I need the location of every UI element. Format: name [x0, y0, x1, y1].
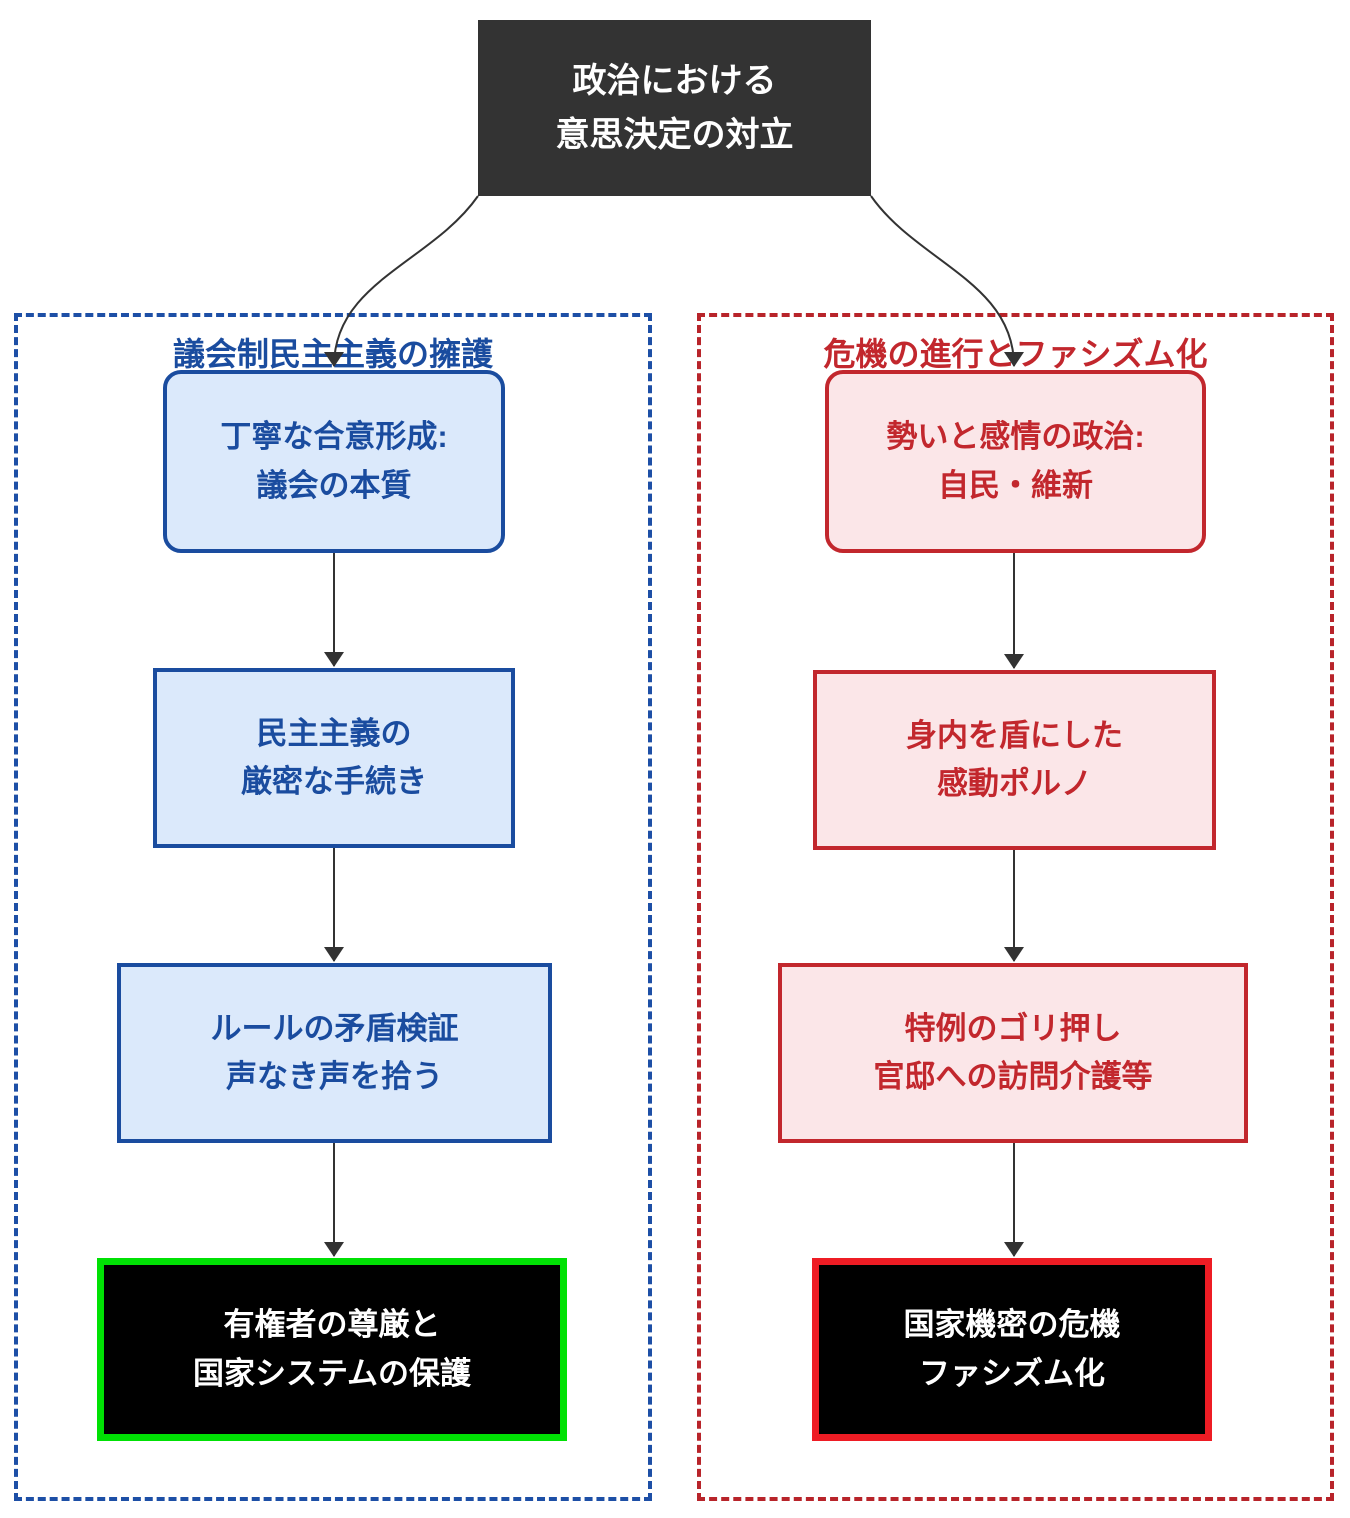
left-node-rules-line-1: ルールの矛盾検証: [210, 1010, 459, 1046]
right-node-exception-line-1: 特例のゴリ押し: [904, 1010, 1122, 1046]
right-node-momentum: 勢いと感情の政治: 自民・維新: [825, 370, 1206, 553]
left-group-title: 議会制民主主義の擁護: [172, 336, 493, 372]
left-node-procedure-line-1: 民主主義の: [256, 715, 412, 751]
left-node-consensus-line-2: 議会の本質: [256, 467, 412, 503]
right-node-momentum-line-1: 勢いと感情の政治:: [886, 419, 1145, 455]
right-node-momentum-line-2: 自民・維新: [938, 467, 1093, 503]
right-node-emotion: 身内を盾にした 感動ポルノ: [813, 670, 1216, 850]
right-node-emotion-line-1: 身内を盾にした: [906, 717, 1123, 753]
right-group-title: 危機の進行とファシズム化: [823, 336, 1208, 372]
root-node-line-2: 意思決定の対立: [555, 116, 794, 154]
left-node-consensus-line-1: 丁寧な合意形成:: [220, 419, 448, 455]
left-node-rules-line-2: 声なき声を拾う: [226, 1059, 443, 1094]
left-node-outcome-line-1: 有権者の尊厳と: [223, 1307, 441, 1343]
left-node-outcome: 有権者の尊厳と 国家システムの保護: [97, 1258, 567, 1441]
right-node-exception-line-2: 官邸への訪問介護等: [873, 1059, 1153, 1094]
right-node-outcome-line-2: ファシズム化: [919, 1355, 1105, 1391]
right-node-emotion-line-2: 感動ポルノ: [937, 766, 1092, 801]
right-node-outcome-line-1: 国家機密の危機: [903, 1307, 1121, 1343]
left-node-procedure-line-2: 厳密な手続き: [241, 764, 427, 799]
left-node-outcome-line-2: 国家システムの保護: [192, 1355, 472, 1391]
right-node-exception: 特例のゴリ押し 官邸への訪問介護等: [778, 963, 1248, 1143]
root-node: 政治における 意思決定の対立: [478, 20, 871, 196]
left-node-procedure: 民主主義の 厳密な手続き: [153, 668, 515, 848]
left-node-rules: ルールの矛盾検証 声なき声を拾う: [117, 963, 552, 1143]
right-node-outcome: 国家機密の危機 ファシズム化: [812, 1258, 1212, 1441]
left-node-consensus: 丁寧な合意形成: 議会の本質: [163, 370, 505, 553]
root-node-line-1: 政治における: [572, 61, 777, 100]
